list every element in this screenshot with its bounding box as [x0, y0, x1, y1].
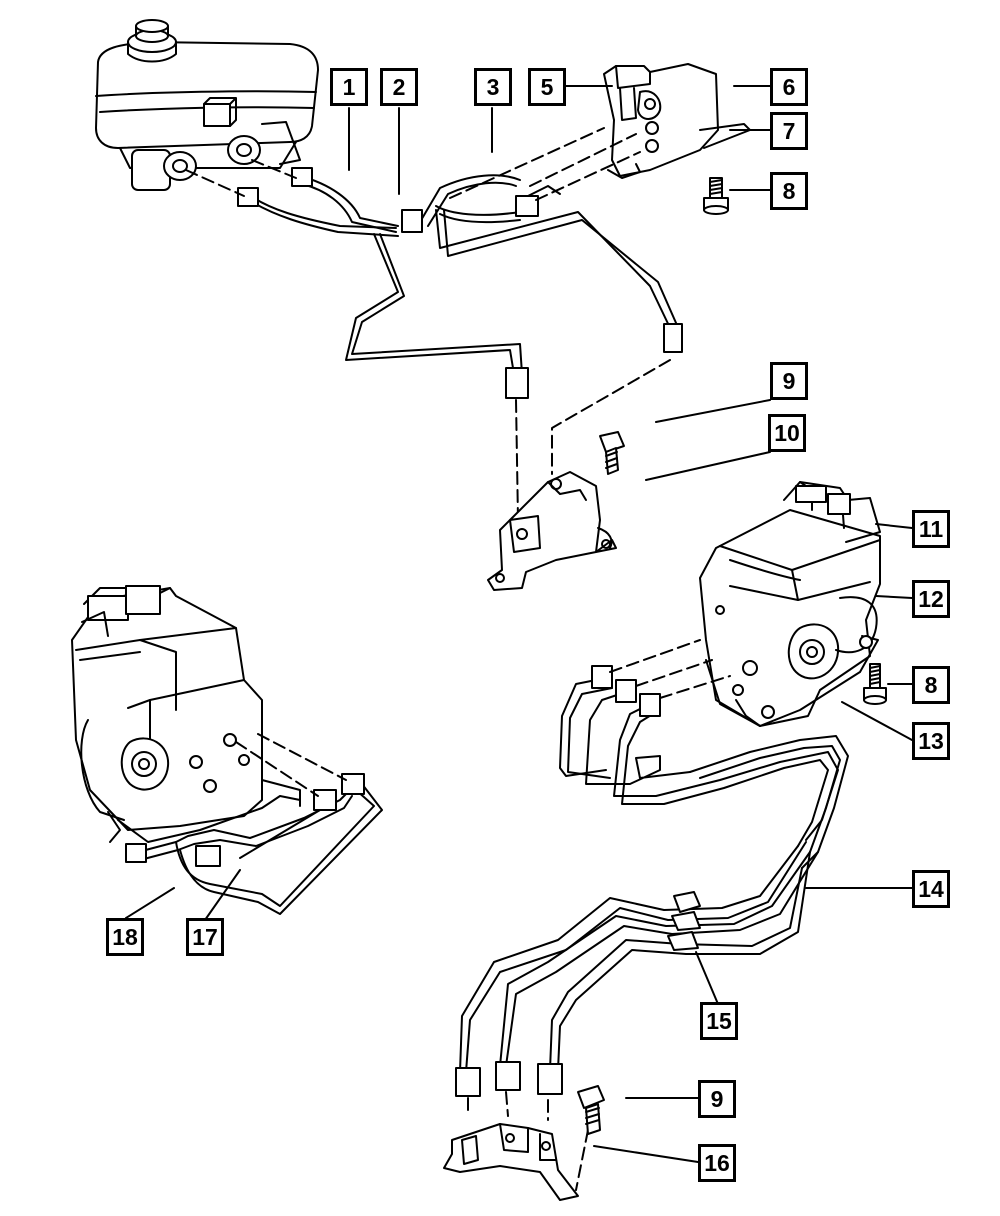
callout-12: 12 [912, 580, 950, 618]
callout-2: 2 [380, 68, 418, 106]
lower-bracket-bottom [443, 1123, 579, 1201]
bolt-right [863, 663, 887, 705]
callout-3: 3 [474, 68, 512, 106]
callout-16: 16 [698, 1144, 736, 1182]
dashed-alignment-right [609, 639, 731, 699]
master-cylinder [95, 19, 319, 191]
callout-7: 7 [770, 112, 808, 150]
callout-11: 11 [912, 510, 950, 548]
hcu-right [699, 481, 881, 727]
lower-bracket-upper [487, 471, 617, 591]
callout-5: 5 [528, 68, 566, 106]
callout-18: 18 [106, 918, 144, 956]
callout-17: 17 [186, 918, 224, 956]
callout-9-upper: 9 [770, 362, 808, 400]
callout-8-lower: 8 [912, 666, 950, 704]
bolt-upper [703, 177, 729, 215]
callout-leaders [125, 85, 913, 1163]
brake-lines-left [125, 773, 383, 915]
dashed-alignment-left [235, 733, 347, 797]
hcu-left [71, 585, 301, 843]
callout-8-upper: 8 [770, 172, 808, 210]
callout-9-lower: 9 [698, 1080, 736, 1118]
callout-10: 10 [768, 414, 806, 452]
brake-lines-upper [237, 167, 683, 399]
proportioning-valve-bracket [603, 63, 751, 179]
callout-1: 1 [330, 68, 368, 106]
brake-lines-lower-right [455, 665, 849, 1097]
dashed-alignment-upper [185, 127, 671, 1191]
callout-15: 15 [700, 1002, 738, 1040]
callout-14: 14 [912, 870, 950, 908]
callout-6: 6 [770, 68, 808, 106]
bolt-middle [599, 431, 625, 475]
bolt-lower [577, 1085, 605, 1135]
callout-13: 13 [912, 722, 950, 760]
